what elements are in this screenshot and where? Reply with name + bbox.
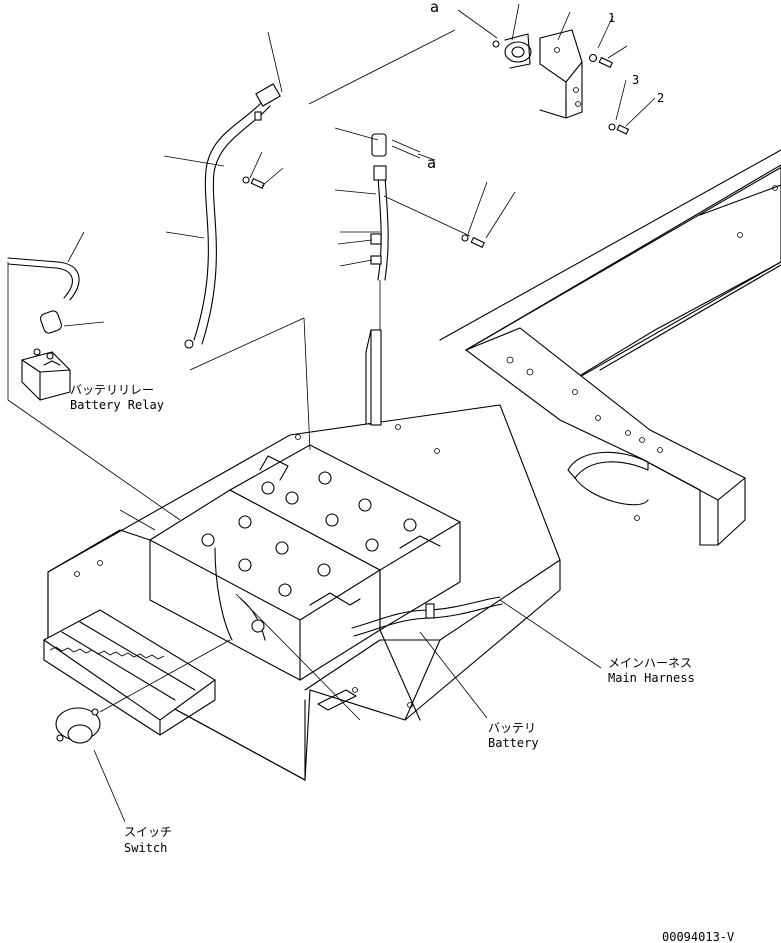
- part-number-3: 3: [632, 73, 639, 87]
- battery-relay: [21, 348, 71, 401]
- main-harness-label-jp: メインハーネス: [608, 656, 692, 670]
- cable-main-harness: [351, 596, 503, 637]
- part-number-2: 2: [657, 91, 664, 105]
- battery-switch: [55, 707, 101, 744]
- part-number-1: 1: [608, 11, 615, 25]
- battery-label-jp: バッテリ: [488, 721, 536, 735]
- fasteners: [242, 111, 486, 426]
- battery-right: [228, 444, 462, 631]
- cable-relay-lead: [7, 257, 80, 334]
- battery-relay-label-jp: バッテリリレー: [70, 383, 154, 397]
- main-harness-label-en: Main Harness: [608, 671, 695, 685]
- drawing-code: 00094013-V: [662, 930, 734, 943]
- battery-left: [148, 489, 382, 681]
- switch-label-en: Switch: [124, 841, 167, 855]
- leader-lines: [7, 3, 656, 823]
- battery-label-en: Battery: [488, 736, 539, 750]
- ref-a-mid: a: [427, 154, 436, 172]
- diagram-labels: a a 1 3 2 バッテリリレー Battery Relay メインハーネス …: [70, 0, 734, 943]
- battery-relay-label-en: Battery Relay: [70, 398, 164, 412]
- top-bracket: [492, 29, 630, 135]
- cable-switch: [214, 547, 266, 641]
- cable-middle: [370, 133, 389, 281]
- switch-label-jp: スイッチ: [124, 825, 172, 839]
- ref-a-top: a: [430, 0, 439, 16]
- cable-upper: [184, 83, 281, 349]
- chassis-frame: [439, 149, 781, 546]
